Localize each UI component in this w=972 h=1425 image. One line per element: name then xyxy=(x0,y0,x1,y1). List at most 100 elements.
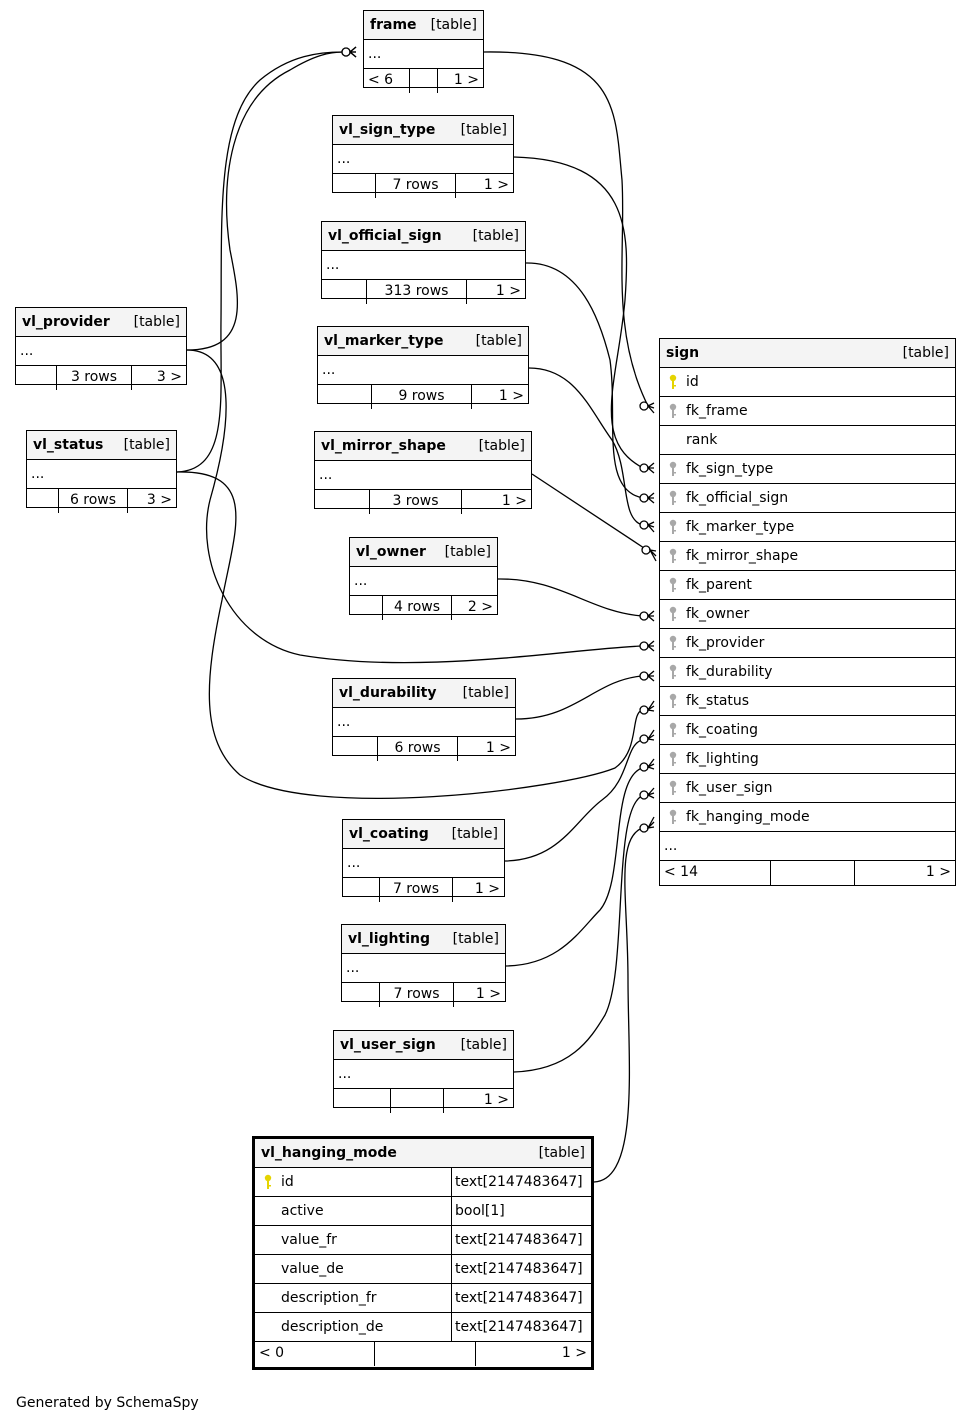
footer-parents xyxy=(342,983,380,1007)
column-row[interactable]: fk_status xyxy=(660,687,955,716)
table-type: [table] xyxy=(123,437,170,453)
table-type: [table] xyxy=(460,1037,507,1053)
edge-vl-marker-type xyxy=(528,367,655,533)
column-name: description_fr xyxy=(281,1290,377,1306)
column-type: text[2147483647] xyxy=(455,1174,583,1190)
table-name: vl_lighting xyxy=(348,931,430,947)
column-row[interactable]: fk_mirror_shape xyxy=(660,542,955,571)
optional-marker xyxy=(639,463,649,473)
table-header: vl_official_sign[table] xyxy=(322,222,525,251)
table-name: vl_provider xyxy=(22,314,110,330)
edge-vl-provider-frame xyxy=(186,46,357,351)
table-type: [table] xyxy=(133,314,180,330)
column-row[interactable]: fk_marker_type xyxy=(660,513,955,542)
column-name: fk_frame xyxy=(686,403,748,419)
optional-marker xyxy=(639,671,649,681)
table-type: [table] xyxy=(475,333,522,349)
column-row[interactable]: fk_owner xyxy=(660,600,955,629)
column-row[interactable]: description_fr text[2147483647] xyxy=(255,1284,591,1313)
column-type: text[2147483647] xyxy=(455,1290,583,1306)
table-type: [table] xyxy=(538,1145,585,1161)
column-name: fk_owner xyxy=(686,606,750,622)
table-vl-user-sign[interactable]: vl_user_sign[table] ... 1 > xyxy=(333,1030,514,1113)
column-row[interactable]: fk_coating xyxy=(660,716,955,745)
edge-frame-fk-frame xyxy=(483,51,655,414)
many-marker xyxy=(648,549,657,562)
column-name: active xyxy=(281,1203,324,1219)
table-name: vl_user_sign xyxy=(340,1037,436,1053)
footer-rows xyxy=(375,1342,476,1366)
footer-rows: 7 rows xyxy=(380,878,453,902)
footer-parents xyxy=(322,280,367,304)
table-ellipsis: ... xyxy=(27,460,176,489)
table-vl-hanging-mode[interactable]: vl_hanging_mode [table] id text[2147483647… xyxy=(252,1136,594,1370)
column-row[interactable]: fk_frame xyxy=(660,397,955,426)
footer-rows xyxy=(410,69,438,93)
table-type: [table] xyxy=(444,544,491,560)
footer-rows: 9 rows xyxy=(372,385,472,409)
table-ellipsis: ... xyxy=(350,567,497,596)
table-header: vl_hanging_mode [table] xyxy=(255,1139,591,1168)
table-header: sign[table] xyxy=(660,339,955,368)
footer-rows xyxy=(391,1089,444,1113)
column-name: fk_sign_type xyxy=(686,461,774,477)
edge-vl-mirror-shape xyxy=(531,473,657,562)
many-marker xyxy=(646,610,655,622)
table-header: vl_provider [table] xyxy=(16,308,186,337)
many-marker xyxy=(646,758,655,770)
optional-marker xyxy=(639,734,649,744)
footer-rows: 7 rows xyxy=(376,174,456,198)
many-marker xyxy=(646,729,655,741)
edge-vl-status-sign xyxy=(176,471,655,799)
column-name: id xyxy=(281,1174,294,1190)
footer-parents: < 6 xyxy=(364,69,410,93)
footer-rows: 6 rows xyxy=(59,489,128,513)
column-row[interactable]: rank xyxy=(660,426,955,455)
many-marker xyxy=(646,402,655,414)
table-ellipsis: ... xyxy=(322,251,525,280)
column-row[interactable]: fk_provider xyxy=(660,629,955,658)
column-row[interactable]: fk_hanging_mode xyxy=(660,803,955,832)
edge-vl-owner xyxy=(497,578,655,622)
table-name: vl_status xyxy=(33,437,104,453)
column-row[interactable]: fk_lighting xyxy=(660,745,955,774)
table-ellipsis: ... xyxy=(343,849,504,878)
table-name: vl_coating xyxy=(349,826,429,842)
table-name: vl_hanging_mode xyxy=(261,1145,397,1161)
table-name: frame xyxy=(370,17,417,33)
column-row[interactable]: fk_parent xyxy=(660,571,955,600)
optional-marker xyxy=(641,545,651,555)
column-row[interactable]: fk_durability xyxy=(660,658,955,687)
table-header: vl_sign_type[table] xyxy=(333,116,513,145)
column-row[interactable]: fk_official_sign xyxy=(660,484,955,513)
column-row[interactable]: fk_user_sign xyxy=(660,774,955,803)
edge-vl-coating xyxy=(504,729,655,862)
table-type: [table] xyxy=(462,685,509,701)
column-name: fk_status xyxy=(686,693,750,709)
column-row[interactable]: id xyxy=(660,368,955,397)
column-row[interactable]: fk_sign_type xyxy=(660,455,955,484)
footer-parents xyxy=(27,489,59,513)
column-row[interactable]: id text[2147483647] xyxy=(255,1168,591,1197)
